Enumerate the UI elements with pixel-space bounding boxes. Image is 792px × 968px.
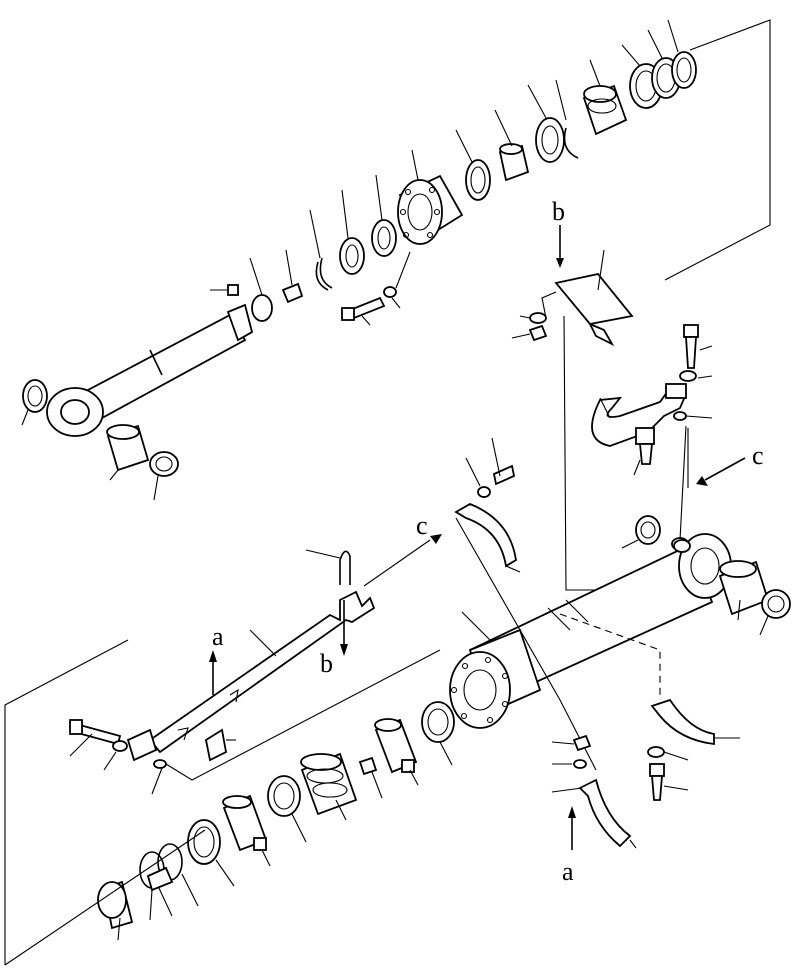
piston-ring-3 — [667, 19, 697, 89]
lock-washer — [249, 257, 273, 322]
middle-clamp-bolt — [491, 437, 516, 486]
piston-seal-assembly — [582, 59, 628, 136]
arrow-c-right-head — [696, 476, 708, 486]
label-b-mid: b — [320, 649, 333, 678]
lower-ring-1 — [421, 701, 455, 766]
tube-end-seal — [621, 515, 661, 549]
tube-line-left — [679, 425, 687, 541]
label-b-top: b — [552, 197, 565, 226]
grease-fitting — [210, 284, 239, 296]
backup-ring — [555, 79, 579, 159]
arrow-a-lower-head — [568, 806, 576, 818]
lower-pipe-clamp — [204, 728, 236, 762]
hydraulic-tube — [591, 383, 688, 465]
pipe-washer — [679, 370, 713, 382]
upper-bracket-washer — [519, 291, 557, 324]
piston-nut-ring — [339, 189, 365, 275]
label-c-mid: c — [416, 511, 428, 540]
lower-bracket-washer — [552, 759, 587, 769]
lower-right-bolt — [649, 763, 689, 801]
lower-hydraulic-pipe — [126, 590, 376, 762]
piston — [449, 611, 542, 729]
tube-oring — [673, 411, 713, 421]
lower-ring-3 — [187, 819, 235, 887]
upper-bracket — [554, 249, 634, 347]
tube-end-dust-seal — [759, 589, 791, 636]
lower-seal-cup — [222, 794, 271, 867]
tube-top-clamp — [673, 539, 691, 553]
lower-bracket — [578, 778, 637, 849]
head-bolt — [341, 296, 386, 326]
lower-u-bolt — [305, 549, 351, 585]
lower-pin — [358, 756, 383, 799]
arrow-c-mid-head — [430, 534, 442, 544]
lower-frame — [4, 639, 206, 966]
upper-assembly-frame — [664, 19, 771, 281]
wear-ring — [371, 174, 397, 257]
arrow-c-right-shaft — [704, 457, 746, 481]
arrow-b-mid-head — [340, 644, 348, 656]
lower-bracket-leader — [551, 787, 583, 793]
lower-bolt-spacer — [146, 866, 174, 921]
lower-bolt-left — [69, 719, 122, 757]
rod-end-bushing — [106, 424, 150, 481]
buffer-ring — [494, 109, 530, 182]
arrow-b-top-head — [556, 258, 564, 268]
rod-packing — [455, 129, 491, 201]
lower-oring-left — [151, 649, 441, 795]
head-washer — [383, 251, 411, 309]
lower-bracket-nut — [551, 734, 592, 752]
lower-ring-2 — [267, 775, 307, 843]
upper-bracket-nut — [511, 324, 548, 342]
lower-right-washer — [647, 746, 689, 761]
arrow-c-mid-line — [363, 539, 431, 587]
label-a-lower: a — [562, 857, 574, 886]
cylinder-head — [397, 149, 464, 245]
rod-end-seal — [21, 379, 48, 426]
snap-ring — [309, 209, 333, 291]
tube-clip-line — [633, 459, 641, 476]
rod-end-dust-seal — [149, 451, 179, 501]
arrow-a-upper-head — [209, 650, 217, 662]
lower-washer-left — [103, 740, 128, 771]
label-a-upper: a — [212, 622, 224, 651]
lower-right-bracket — [559, 613, 740, 746]
piston-rod — [46, 303, 254, 437]
u-packing — [527, 84, 565, 163]
lower-seal-sleeve — [374, 718, 419, 786]
middle-clamp-washer — [465, 457, 491, 498]
set-screw — [281, 249, 304, 304]
pipe-bolt — [683, 324, 713, 369]
bracket-line-down — [563, 315, 668, 591]
label-c-right: c — [752, 441, 764, 470]
lower-piston-packing — [300, 752, 358, 821]
tube-end-bushing — [718, 560, 770, 621]
